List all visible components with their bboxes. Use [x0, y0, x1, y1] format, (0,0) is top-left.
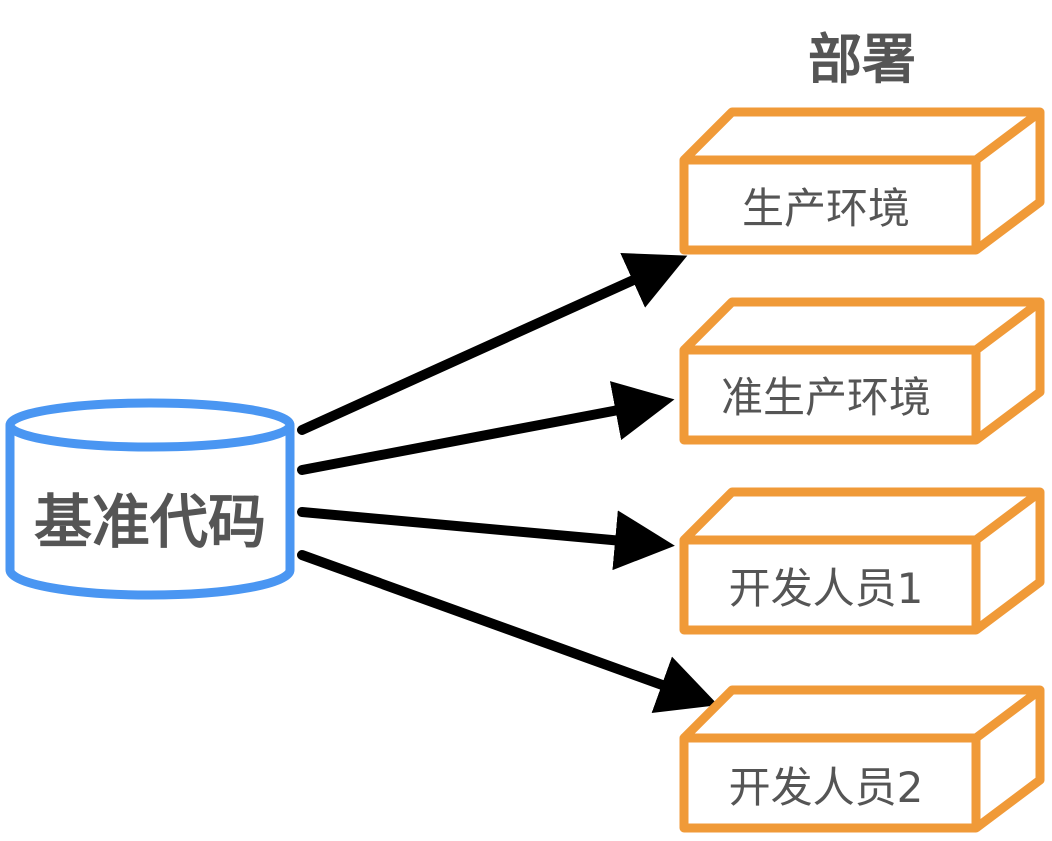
target-label-production: 生产环境: [742, 184, 910, 233]
target-label-dev1: 开发人员1: [729, 564, 924, 613]
arrow-to-dev1: [297, 507, 675, 571]
arrows: [297, 253, 719, 714]
target-box-staging: [679, 297, 1045, 445]
diagram-title: 部署: [808, 28, 916, 91]
target-box-production: [679, 107, 1045, 255]
arrow-to-production: [297, 253, 688, 435]
arrow-to-dev2: [297, 550, 719, 714]
target-box-dev2: [679, 685, 1045, 833]
source-label: 基准代码: [34, 488, 266, 556]
target-label-staging: 准生产环境: [721, 373, 931, 422]
arrow-to-staging: [297, 381, 675, 475]
target-box-dev1: [679, 487, 1045, 635]
source-cylinder: [5, 398, 295, 600]
target-label-dev2: 开发人员2: [729, 763, 924, 812]
